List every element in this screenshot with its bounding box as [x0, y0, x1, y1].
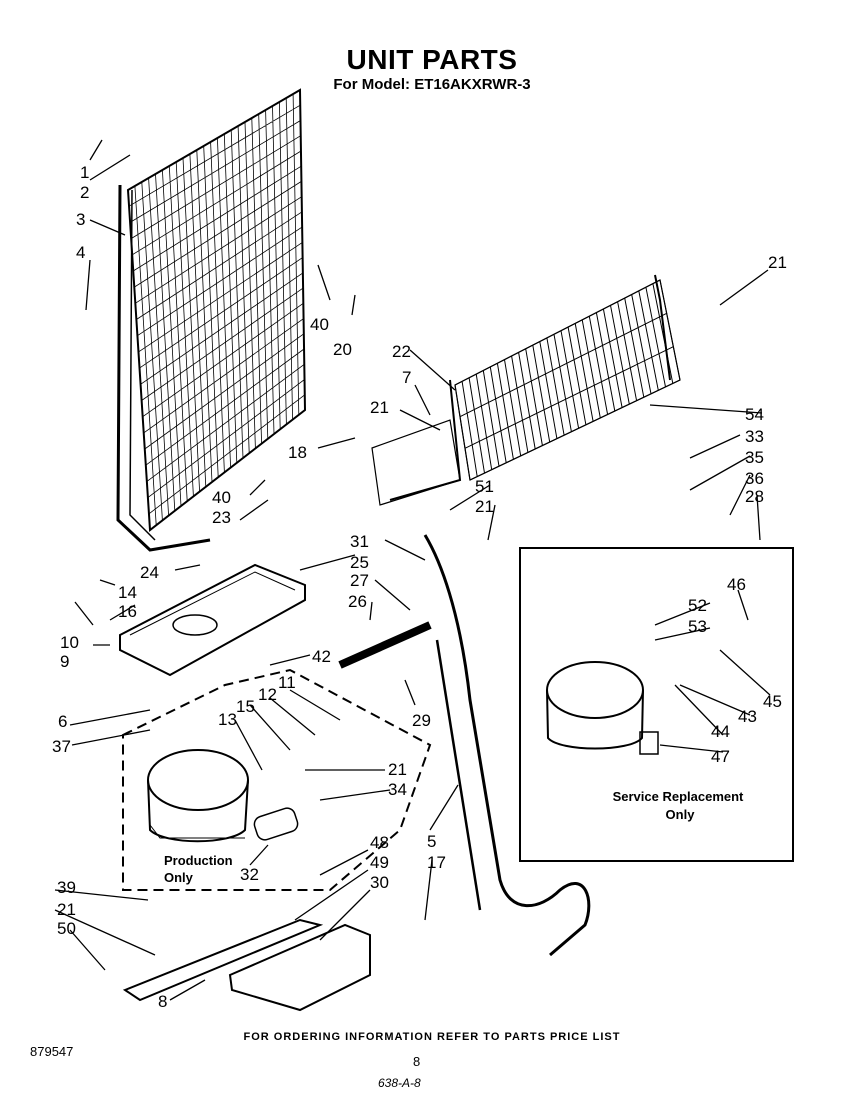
callout-39: 39: [57, 878, 76, 897]
drier: [338, 621, 432, 669]
callout-42: 42: [312, 647, 331, 666]
callout-30: 30: [370, 873, 389, 892]
callout-23: 23: [212, 508, 231, 527]
callout-27: 27: [350, 571, 369, 590]
callout-5: 5: [427, 832, 436, 851]
callout-32: 32: [240, 865, 259, 884]
callout-44: 44: [711, 722, 730, 741]
callout-8: 8: [158, 992, 167, 1011]
diagram-reference: 638-A-8: [378, 1076, 421, 1090]
evaporator-bracket: [371, 419, 461, 506]
mounting-rail: [122, 918, 324, 1002]
callout-21: 21: [475, 497, 494, 516]
drain-pan: [119, 563, 306, 677]
ordering-footer: FOR ORDERING INFORMATION REFER TO PARTS …: [243, 1031, 621, 1043]
callout-49: 49: [370, 853, 389, 872]
callout-26: 26: [348, 592, 367, 611]
callout-3: 3: [76, 210, 85, 229]
callout-13: 13: [218, 710, 237, 729]
callout-21: 21: [388, 760, 407, 779]
capacitor: [253, 807, 299, 841]
capillary-tube: [435, 639, 482, 911]
callout-47: 47: [711, 747, 730, 766]
callout-28: 28: [745, 487, 764, 506]
callout-43: 43: [738, 707, 757, 726]
callout-52: 52: [688, 596, 707, 615]
callout-17: 17: [427, 853, 446, 872]
callout-9: 9: [60, 652, 69, 671]
production-note-line2: Only: [164, 870, 194, 885]
callout-21: 21: [370, 398, 389, 417]
service-compressor: [546, 661, 644, 750]
callout-35: 35: [745, 448, 764, 467]
callout-21: 21: [57, 900, 76, 919]
page-number: 8: [413, 1054, 421, 1069]
callout-45: 45: [763, 692, 782, 711]
service-note-line1: Service Replacement: [613, 789, 744, 804]
callout-11: 11: [278, 673, 296, 692]
callout-4: 4: [76, 243, 85, 262]
callout-15: 15: [236, 697, 255, 716]
diagram-code: 879547: [30, 1044, 74, 1059]
callout-34: 34: [388, 780, 407, 799]
callout-18: 18: [288, 443, 307, 462]
suction-tube: [423, 534, 591, 957]
callout-6: 6: [58, 712, 67, 731]
compressor-base: [228, 923, 371, 1012]
callout-24: 24: [140, 563, 159, 582]
page-title: UNIT PARTS: [346, 44, 518, 75]
callout-48: 48: [370, 833, 389, 852]
callout-33: 33: [745, 427, 764, 446]
callout-50: 50: [57, 919, 76, 938]
evaporator-coil: [389, 274, 681, 501]
callout-46: 46: [727, 575, 746, 594]
service-note-line2: Only: [666, 807, 696, 822]
callout-25: 25: [350, 553, 369, 572]
callout-10: 10: [60, 633, 79, 652]
compressor: [147, 749, 249, 843]
callout-labels: 1234402021227211854333536284023512124312…: [52, 163, 787, 1011]
callout-36: 36: [745, 469, 764, 488]
callout-12: 12: [258, 685, 277, 704]
callout-2: 2: [80, 183, 89, 202]
callout-29: 29: [412, 711, 431, 730]
callout-16: 16: [118, 602, 137, 621]
callout-20: 20: [333, 340, 352, 359]
production-only-box: [122, 668, 432, 891]
production-note-line1: Production: [164, 853, 233, 868]
callout-31: 31: [350, 532, 369, 551]
callout-40: 40: [310, 315, 329, 334]
callout-14: 14: [118, 583, 137, 602]
condenser-coil: [116, 88, 307, 552]
callout-54: 54: [745, 405, 764, 424]
callout-51: 51: [475, 477, 494, 496]
callout-37: 37: [52, 737, 71, 756]
callout-7: 7: [402, 368, 411, 387]
callout-53: 53: [688, 617, 707, 636]
callout-40: 40: [212, 488, 231, 507]
callout-1: 1: [80, 163, 89, 182]
callout-22: 22: [392, 342, 411, 361]
service-replacement-box: [519, 547, 794, 862]
callout-21: 21: [768, 253, 787, 272]
model-subtitle: For Model: ET16AKXRWR-3: [333, 76, 531, 93]
service-part-47: [639, 731, 659, 755]
